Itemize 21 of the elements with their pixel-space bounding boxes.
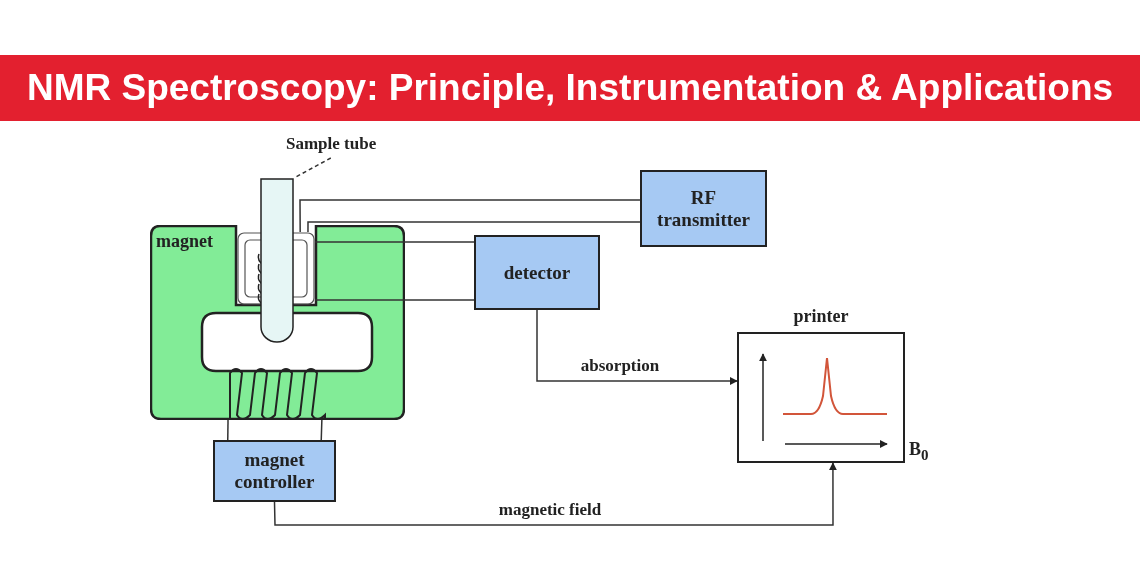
sample-tube-drawing	[260, 178, 294, 343]
wire	[299, 199, 641, 233]
leader-line	[293, 157, 332, 179]
edge-label: magnetic field	[496, 500, 604, 520]
wire	[320, 419, 323, 441]
instrument-box: magnet controller	[213, 440, 336, 502]
instrument-box: detector	[474, 235, 600, 310]
wire	[314, 299, 475, 301]
box-heading: printer	[792, 306, 850, 327]
callout-label: Sample tube	[286, 134, 398, 158]
part-label: magnet	[156, 231, 213, 252]
magnet-drawing	[150, 225, 405, 420]
arrow	[273, 462, 837, 526]
wire	[307, 221, 641, 233]
edge-label: absorption	[578, 356, 662, 376]
wire	[227, 419, 229, 441]
title-banner: NMR Spectroscopy: Principle, Instrumentation & Applications	[0, 55, 1140, 121]
instrument-box: RF transmitter	[640, 170, 767, 247]
arrow	[536, 309, 738, 385]
axis-label: B$_{0}$	[909, 439, 929, 464]
wire	[314, 241, 475, 243]
